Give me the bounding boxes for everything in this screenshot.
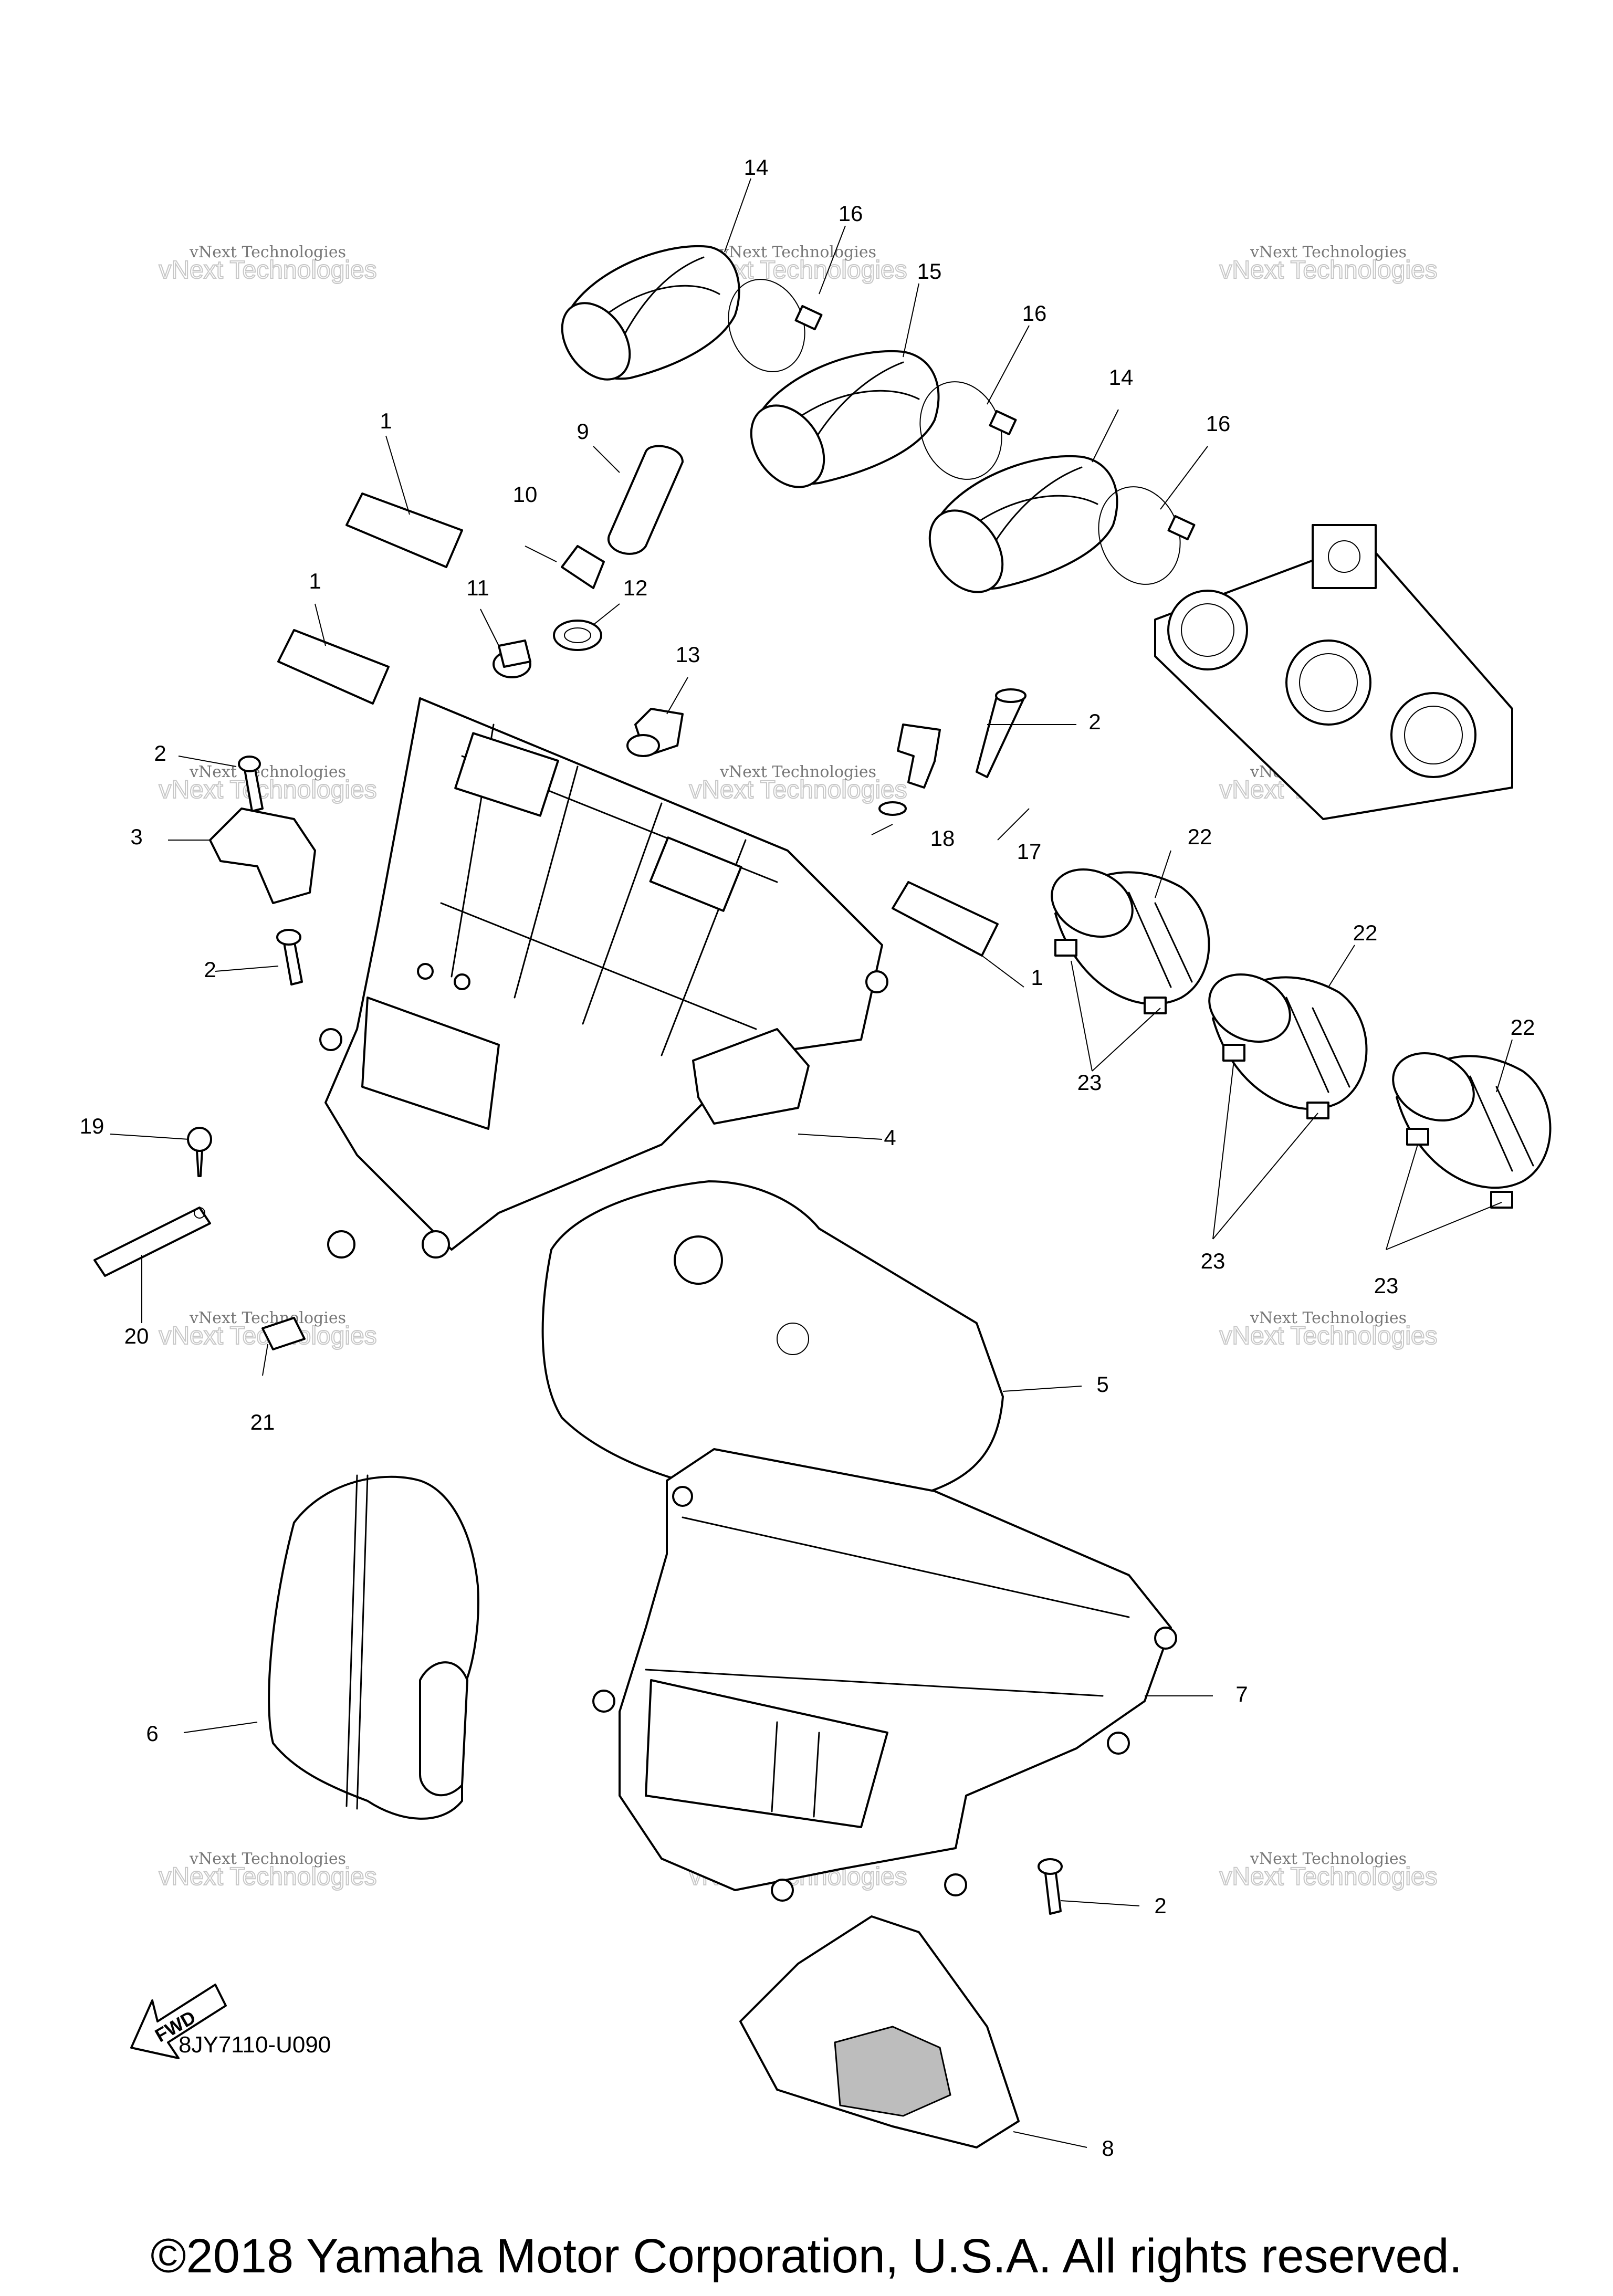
joint-22b <box>1208 973 1368 1119</box>
air-filter-element-6 <box>268 1474 479 1820</box>
callout-16: 16 <box>1022 301 1047 326</box>
copyright-notice: ©2018 Yamaha Motor Corporation, U.S.A. A… <box>150 2229 1463 2283</box>
callout-22: 22 <box>1511 1015 1535 1040</box>
callout-2: 2 <box>204 957 216 982</box>
callout-1: 1 <box>1031 965 1043 990</box>
svg-text:vNext Technologies: vNext Technologies <box>719 243 876 261</box>
air-box-upper <box>319 697 888 1259</box>
bolt-2d <box>1038 1858 1063 1915</box>
o-ring-18 <box>878 801 907 816</box>
grommet-13 <box>626 708 684 757</box>
joint-22c <box>1392 1052 1552 1209</box>
svg-text:vNext Technologies: vNext Technologies <box>1250 243 1407 261</box>
stay-20 <box>93 1207 211 1277</box>
diagram-code: 8JY7110-U090 <box>179 2032 331 2058</box>
svg-text:vNext Technologies: vNext Technologies <box>1219 1863 1437 1891</box>
intake-duct-14b <box>928 455 1118 593</box>
leader-lines <box>110 178 1513 2148</box>
callout-23: 23 <box>1374 1273 1399 1298</box>
svg-text:vNext Technologies: vNext Technologies <box>1219 256 1437 284</box>
screw-19 <box>187 1127 212 1177</box>
seal-5 <box>541 1180 1004 1505</box>
callout-12: 12 <box>623 575 648 600</box>
foam-pad-1a <box>345 492 463 568</box>
callout-1: 1 <box>309 569 321 593</box>
callout-2: 2 <box>1154 1893 1166 1918</box>
svg-text:vNext Technologies: vNext Technologies <box>689 776 907 804</box>
bolt-2a <box>976 688 1027 778</box>
svg-text:vNext Technologies: vNext Technologies <box>189 763 346 781</box>
callout-15: 15 <box>917 259 942 284</box>
callout-19: 19 <box>80 1114 104 1138</box>
bracket-3 <box>209 808 316 904</box>
throttle-body <box>1154 524 1513 820</box>
callout-20: 20 <box>124 1324 149 1348</box>
callout-11: 11 <box>466 575 489 600</box>
grommet-12 <box>553 620 602 651</box>
callout-10: 10 <box>513 482 538 507</box>
cap-10 <box>561 545 605 589</box>
callout-18: 18 <box>930 826 955 851</box>
callout-1: 1 <box>380 408 392 433</box>
air-box-lower-7 <box>592 1448 1177 1902</box>
callout-2: 2 <box>1088 709 1101 734</box>
svg-text:vNext Technologies: vNext Technologies <box>159 1863 376 1891</box>
svg-text:vNext Technologies: vNext Technologies <box>1219 1322 1437 1350</box>
svg-text:vNext Technologies: vNext Technologies <box>159 256 376 284</box>
svg-text:vNext Technologies: vNext Technologies <box>189 1850 346 1868</box>
callout-13: 13 <box>676 642 700 667</box>
svg-text:vNext Technologies: vNext Technologies <box>189 243 346 261</box>
filter-plate-8 <box>739 1915 1020 2148</box>
callout-7: 7 <box>1235 1682 1248 1706</box>
callout-5: 5 <box>1096 1372 1108 1397</box>
callout-3: 3 <box>130 824 142 849</box>
callout-23: 23 <box>1077 1070 1102 1095</box>
callout-21: 21 <box>250 1410 275 1434</box>
joint-22a <box>1051 868 1210 1014</box>
callout-23: 23 <box>1201 1249 1226 1273</box>
foam-pad-1c <box>892 881 999 957</box>
callout-4: 4 <box>884 1125 896 1150</box>
callout-17: 17 <box>1017 839 1042 864</box>
bolt-2c <box>276 929 303 986</box>
hose-clamp-16b <box>919 381 1017 480</box>
hose-clamp-16c <box>1098 486 1196 585</box>
callout-6: 6 <box>146 1721 158 1746</box>
intake-duct-15 <box>750 350 940 488</box>
sensor-17 <box>897 724 941 789</box>
callout-2: 2 <box>154 741 166 766</box>
callout-16: 16 <box>839 201 863 226</box>
callout-14: 14 <box>744 155 769 180</box>
callout-8: 8 <box>1102 2136 1114 2161</box>
callouts: 14 16 15 16 14 16 1 9 10 11 12 13 1 2 2 … <box>80 155 1535 2161</box>
callout-22: 22 <box>1353 920 1378 945</box>
cover-4 <box>692 1028 810 1125</box>
callout-9: 9 <box>577 419 589 444</box>
svg-text:vNext Technologies: vNext Technologies <box>159 776 376 804</box>
callout-22: 22 <box>1188 824 1212 849</box>
intake-duct-14a <box>561 245 740 381</box>
sponge-9 <box>607 445 684 555</box>
svg-text:vNext Technologies: vNext Technologies <box>1250 1309 1407 1327</box>
foam-pad-1b <box>277 629 390 705</box>
nut-21 <box>261 1317 306 1350</box>
grommet-11 <box>493 639 531 678</box>
svg-text:vNext Technologies: vNext Technologies <box>719 763 876 781</box>
callout-16: 16 <box>1206 411 1231 436</box>
svg-text:vNext Technologies: vNext Technologies <box>189 1309 346 1327</box>
bolt-2b <box>238 756 264 812</box>
callout-14: 14 <box>1109 365 1134 390</box>
svg-text:vNext Technologies: vNext Technologies <box>1250 1850 1407 1868</box>
hose-clamp-16a <box>728 279 823 372</box>
